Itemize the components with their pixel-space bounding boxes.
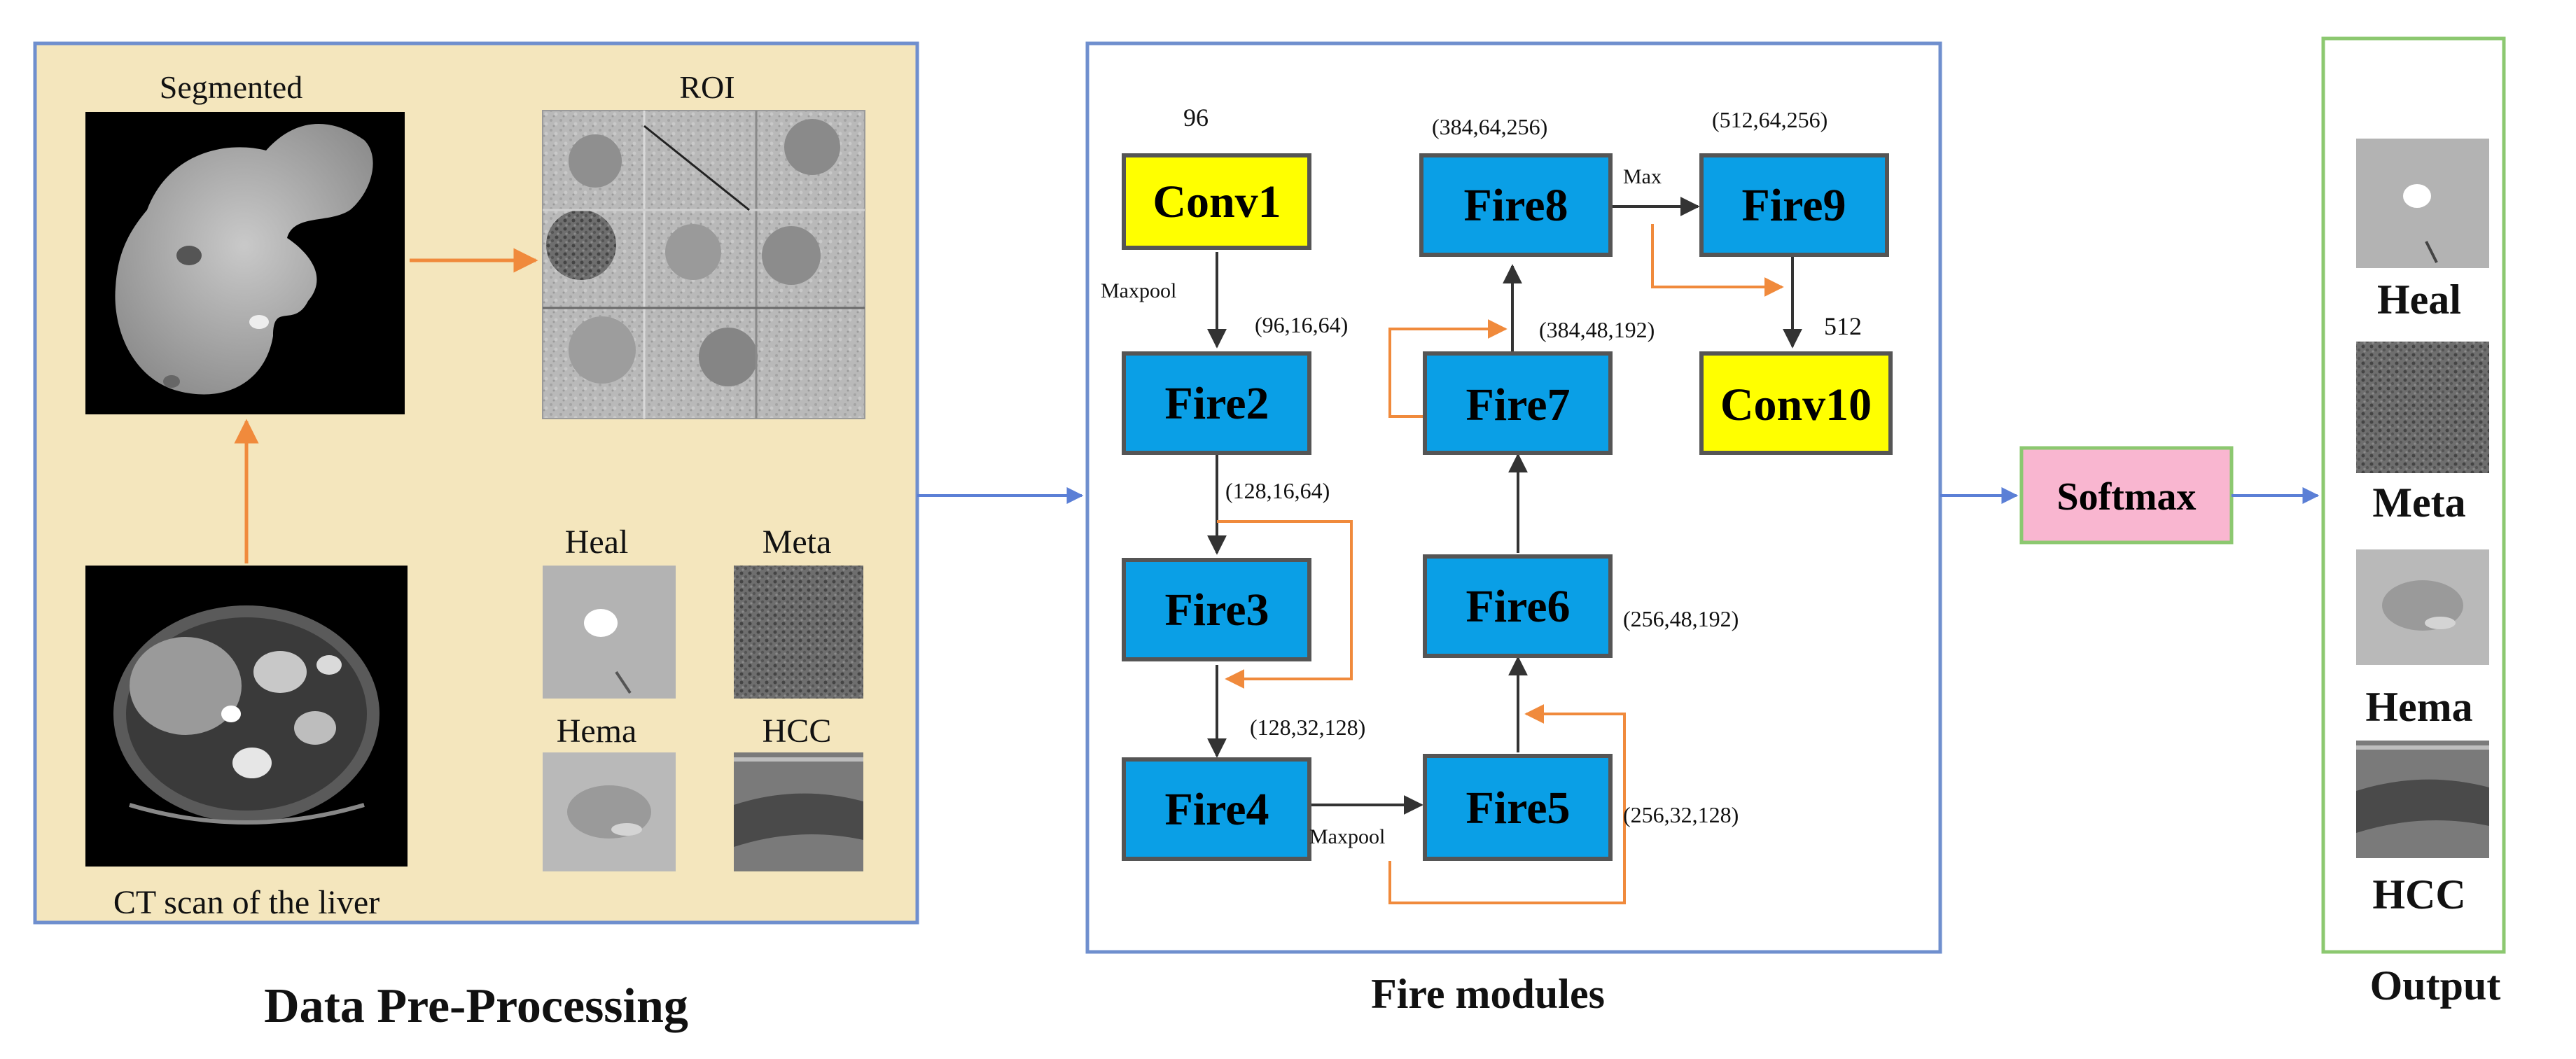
fire9-dim: (512,64,256) [1712,107,1827,132]
output-caption: Output [2370,962,2501,1009]
output-panel: Heal Meta Hema HCC Output [2321,36,2506,1009]
conv10-dim: 512 [1824,312,1862,340]
sample-meta-image [734,566,863,699]
fire8-block: Fire8 [1419,153,1613,257]
main-flow-arrows [1207,197,1802,815]
fire7-label: Fire7 [1465,379,1570,430]
fire7-dim: (384,48,192) [1539,317,1655,342]
fire5-label: Fire5 [1465,783,1570,834]
fire8-label: Fire8 [1463,180,1568,231]
softmax-block: Softmax [2019,446,2234,545]
fire2-label: Fire2 [1164,378,1269,429]
fire6-dim: (256,48,192) [1623,606,1739,631]
conv1-dim: 96 [1183,104,1209,132]
skip-connection-arrows [1217,224,1784,904]
output-hema-image [2356,549,2489,665]
sample-label-heal: Heal [565,524,629,561]
output-meta-image [2356,342,2489,473]
fire4-dim: (128,32,128) [1250,715,1365,740]
conv10-block: Conv10 [1699,351,1893,455]
fire4-block: Fire4 [1122,757,1311,861]
fire8-dim: (384,64,256) [1432,114,1547,139]
fire3-label: Fire3 [1164,584,1269,636]
output-class-hcc: HCC [2372,871,2465,918]
fire7-block: Fire7 [1423,351,1613,455]
fire5-dim: (256,32,128) [1623,802,1739,827]
roi-label: ROI [679,69,734,105]
fire2-dim: (96,16,64) [1255,312,1348,337]
sample-label-meta: Meta [763,524,832,561]
sample-label-hema: Hema [557,713,637,750]
conv10-label: Conv10 [1720,379,1872,430]
fire9-label: Fire9 [1741,180,1846,231]
sample-heal-image [543,566,676,699]
conv1-label: Conv1 [1153,176,1281,227]
sample-hema-image [543,752,676,871]
output-hcc-image [2356,741,2489,858]
output-class-heal: Heal [2377,276,2461,323]
fire3-dim: (128,16,64) [1225,478,1330,503]
fire4-label: Fire4 [1164,784,1269,835]
softmax-label: Softmax [2056,475,2196,519]
segmented-liver-image [85,112,405,414]
conv1-block: Conv1 [1122,153,1311,250]
fire6-label: Fire6 [1465,581,1570,632]
fire2-block: Fire2 [1122,351,1311,455]
sample-hcc-image [734,752,863,871]
output-class-meta: Meta [2372,479,2465,526]
fire-modules-caption: Fire modules [1371,971,1605,1017]
maxpool-label-2: Maxpool [1309,825,1385,848]
maxpool-label-1: Maxpool [1101,279,1176,302]
output-class-hema: Hema [2365,684,2472,730]
preprocessing-panel: Segmented ROI [33,41,919,1033]
fire5-block: Fire5 [1423,754,1613,861]
max-label: Max [1623,165,1662,188]
fire6-block: Fire6 [1423,554,1613,658]
segmented-label: Segmented [160,69,302,105]
ct-scan-image [85,566,408,867]
fire9-block: Fire9 [1699,153,1889,257]
preprocessing-caption: Data Pre-Processing [264,979,688,1033]
output-heal-image [2356,139,2489,268]
fire3-block: Fire3 [1122,558,1311,661]
sample-label-hcc: HCC [763,713,832,750]
ct-scan-label: CT scan of the liver [113,884,380,921]
fire-modules-panel: Conv1 96 Fire2 Maxpool (96,16,64) Fire3 … [1085,41,1942,1017]
roi-mosaic-image [542,110,865,419]
